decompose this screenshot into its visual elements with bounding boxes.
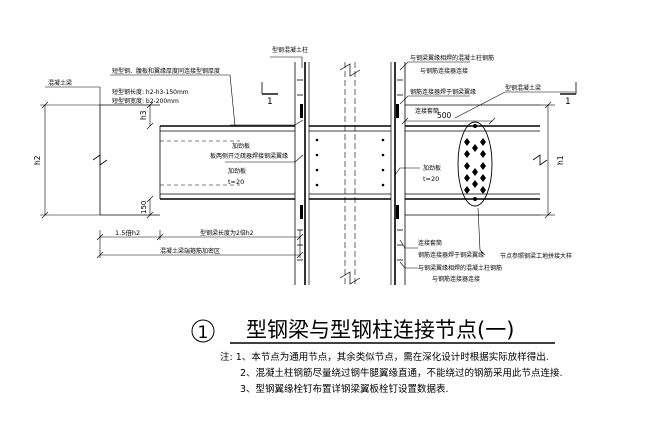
bolted-splice [457,121,493,207]
notes-block: 注: 1、本节点为通用节点，其余类似节点，需在深化设计时根据实际放样得出. 2、… [220,350,640,398]
note-line-2: 2、混凝土柱钢筋尽量绕过钢牛腿翼缘直通，不能绕过的钢筋采用此节点连接. [220,366,640,382]
leader-lines [45,56,575,269]
connector-bot-label: 连接套筒 [418,239,442,247]
steel-beam-right-label: 型钢混凝土梁 [505,84,541,92]
note-item-1: 1、本节点为通用节点，其余类似节点，需在深化设计时根据实际放样得出. [235,352,549,363]
rebar-weld-bot2-label: 与钢筋连接器连接 [432,275,480,283]
stiffener1b-label: 板两侧开泛疏器焊接钢梁翼缘 [210,152,288,160]
dim-150: 150 [140,201,148,214]
stiffener1-label: 加劲板 [232,142,250,150]
column-studs [297,79,403,261]
section-mark-right: 1 [565,97,571,107]
connector-top-label: 连接套筒 [415,107,439,115]
stiffener3-t-label: t=20 [423,175,439,183]
note-item-3: 3、型钢翼缘栓钉布置详钢梁翼板栓钉设置数据表. [240,384,449,395]
dim-dense-zone: 混凝土梁端箍筋加密区 [160,247,220,255]
note-item-2: 2、混凝土柱钢筋尽量绕过钢牛腿翼缘直通，不能绕过的钢筋采用此节点连接. [240,368,563,379]
rebar-weld-top-label: 与钢梁翼缘相焊的混凝土柱钢筋 [410,54,494,62]
section-marks [261,82,577,95]
concrete-beam-label: 混凝土梁 [48,79,72,87]
steel-column [294,62,406,285]
notes-prefix: 注: [220,352,233,363]
drawing-title: 型钢梁与型钢柱连接节点(一) [246,318,514,342]
section-mark-left: 1 [267,97,273,107]
stiffener2-t-label: t=20 [228,178,244,186]
short-width-label: 短型钢宽度: b2-200mm [112,97,179,105]
steel-beam-stub [159,125,295,200]
dim-1-5h2: 1.5倍h2 [115,228,140,237]
stiffener2-label: 加劲板 [228,167,246,175]
title-number-circle [191,319,215,343]
dim-h3: h3 [139,110,148,120]
connector-bot2-label: 钢筋连接器焊于钢梁翼缘 [418,251,484,259]
column-rebar-marks [300,104,399,219]
steel-column-label: 型钢混凝土柱 [272,46,308,54]
note-line-1: 注: 1、本节点为通用节点，其余类似节点，需在深化设计时根据实际放样得出. [220,350,640,366]
rebar-weld-bot-label: 与钢梁翼缘相焊的混凝土柱钢筋 [418,264,502,272]
steel-beam-right [405,104,548,216]
note-line-3: 3、型钢翼缘栓钉布置详钢梁翼板栓钉设置数据表. [220,382,640,398]
short-length-label: 短型钢长度: h2-h3-150mm [112,88,189,96]
dim-500: 500 [437,111,452,120]
dim-h1: h1 [556,155,565,165]
stiffener3-label: 加劲板 [423,164,441,172]
dimension-lines [40,101,555,259]
node-ref-label: 节点参照钢梁工地拼接大样 [500,252,572,260]
connector-weld-top-label: 钢筋连接器焊于钢梁翼缘 [410,88,476,96]
haunch-note-label: 短型钢、腹板和翼缘厚度同连接型钢厚度 [112,67,220,75]
rebar-weld-top-label2: 与钢筋连接器连接 [420,67,468,75]
dim-h2: h2 [33,155,42,165]
dim-beam-length: 型钢梁长度为2倍h2 [200,229,254,237]
title-number: 1 [198,323,209,343]
